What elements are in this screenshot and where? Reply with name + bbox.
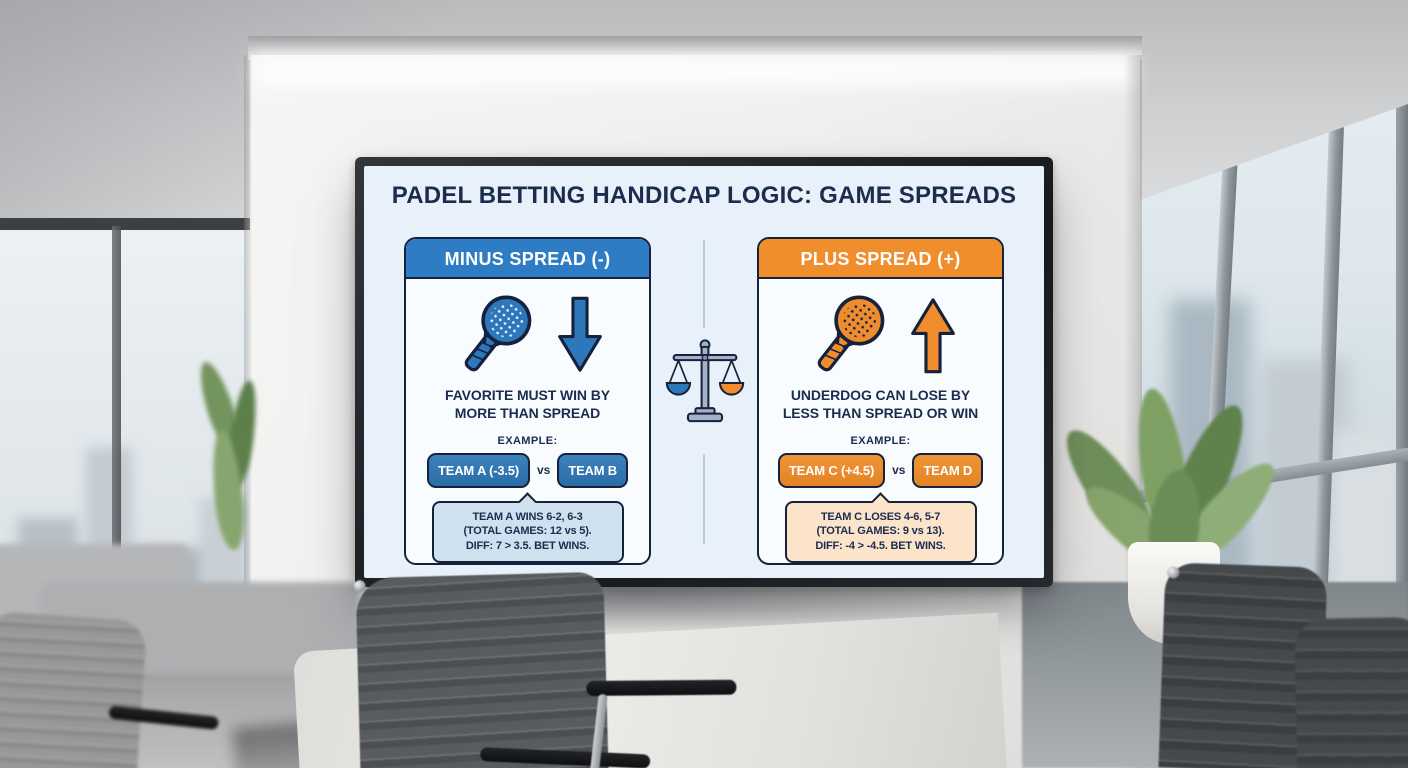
arrow-down-icon [557,296,602,372]
padel-racket-icon [464,295,531,372]
team-b-pill: TEAM B [557,452,628,488]
plus-icon-row [759,286,1002,385]
minus-description-line2: MORE THAN SPREAD [454,404,601,421]
window-mullion [112,226,121,768]
vs-label: vs [892,463,906,477]
plus-callout-line1: TEAM C LOSES 4-6, 5-7 [820,510,941,523]
minus-callout-line1: TEAM A WINS 6-2, 6-3 [472,510,583,523]
team-d-pill: TEAM D [912,452,984,488]
minus-callout-line3: DIFF: 7 > 3.5. BET WINS. [465,539,590,552]
vs-label: vs [536,463,551,477]
plus-callout-line2: (TOTAL GAMES: 9 vs 13). [816,525,945,537]
divider-line [703,454,705,544]
chair-armrest [586,679,737,696]
office-chair [1294,616,1408,768]
plus-spread-header: PLUS SPREAD (+) [759,239,1002,279]
minus-callout-line2: (TOTAL GAMES: 12 vs 5). [463,525,592,537]
minus-spread-header: MINUS SPREAD (-) [406,239,649,279]
plus-example-label: EXAMPLE: [850,434,911,447]
tv-display: PADEL BETTING HANDICAP LOGIC: GAME SPREA… [355,157,1053,587]
minus-description-line1: FAVORITE MUST WIN BY [445,386,610,403]
balance-scale-icon [664,338,746,430]
divider-line [703,240,705,328]
plus-matchup: TEAM C (+4.5) vs TEAM D [759,452,1002,488]
padel-racket-icon [817,295,884,372]
minus-icon-row [406,286,649,385]
plus-description-line1: UNDERDOG CAN LOSE BY [790,386,971,403]
plus-example-callout: TEAM C LOSES 4-6, 5-7 (TOTAL GAMES: 9 vs… [784,500,977,563]
infographic-screen: PADEL BETTING HANDICAP LOGIC: GAME SPREA… [364,166,1044,578]
plus-description-line2: LESS THAN SPREAD OR WIN [782,404,979,421]
office-chair [0,610,220,768]
plus-callout-line3: DIFF: -4 > -4.5. BET WINS. [815,539,946,552]
plus-spread-panel: PLUS SPREAD (+) [757,237,1004,565]
minus-description: FAVORITE MUST WIN BY MORE THAN SPREAD [406,386,649,422]
office-chair [353,571,737,768]
team-c-pill: TEAM C (+4.5) [777,452,886,488]
team-a-pill: TEAM A (-3.5) [427,452,530,488]
plus-description: UNDERDOG CAN LOSE BY LESS THAN SPREAD OR… [759,386,1002,422]
arrow-up-icon [910,298,955,374]
minus-spread-panel: MINUS SPREAD (-) [404,237,651,565]
window-frame [0,218,258,230]
minus-example-label: EXAMPLE: [497,434,558,447]
minus-example-callout: TEAM A WINS 6-2, 6-3 (TOTAL GAMES: 12 vs… [431,500,624,563]
minus-matchup: TEAM A (-3.5) vs TEAM B [406,452,649,488]
chair-chrome-knob [353,580,366,593]
cove-light [255,56,1135,86]
chair-chrome-knob [1167,566,1180,579]
page-title: PADEL BETTING HANDICAP LOGIC: GAME SPREA… [391,182,1017,209]
